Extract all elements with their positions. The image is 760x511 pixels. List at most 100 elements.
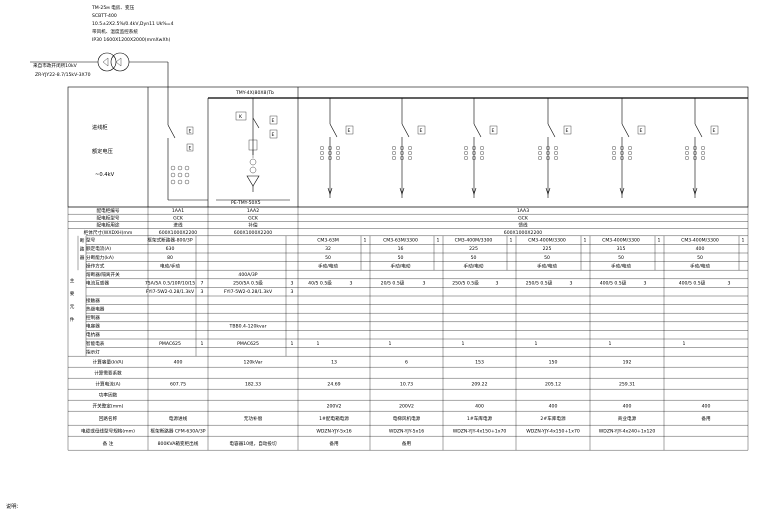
feeder-use: 商业电源 xyxy=(618,415,637,422)
panel-label-3: ~0.4kV xyxy=(95,172,115,178)
feeder-cable: 400 xyxy=(702,404,711,410)
cell-value: PMAC625 xyxy=(237,341,259,347)
feeder-breaking: 50 xyxy=(398,255,404,261)
feeder-breaking: 50 xyxy=(618,255,624,261)
feeder-ct-count: 3 xyxy=(728,281,731,287)
note-line-4: 带风机、温度监控系统 xyxy=(92,28,138,35)
svg-text:E: E xyxy=(566,128,569,134)
feeder-use: 电梯风机电源 xyxy=(393,415,421,422)
feeder-cable: 200V2 xyxy=(327,404,342,410)
meter-box-icon xyxy=(345,125,354,135)
svg-text:E: E xyxy=(640,128,643,134)
feeder-ct: 250/5 0.5级 xyxy=(452,280,479,287)
cell-value: 400 xyxy=(174,360,183,366)
row-label: 智能电表 xyxy=(86,340,105,347)
feeder-ct-count: 3 xyxy=(570,281,573,287)
feeder-count: 1 xyxy=(584,238,587,244)
feeder-model: CM3-63M/3300 xyxy=(383,238,418,244)
feeder-conduit: WDZN-YJY-4x150+1x70 xyxy=(526,429,580,435)
row-label: 电流互感器 xyxy=(86,280,109,287)
down-arrow-icon xyxy=(545,187,551,195)
feeder-rating: 225 xyxy=(469,246,478,252)
cell-value: 182.33 xyxy=(245,382,261,388)
notes-label: 说明： xyxy=(6,502,22,510)
cell-value: 80 xyxy=(167,255,173,261)
panel-label-1: 进线柜 xyxy=(92,123,108,131)
cell-count: 7 xyxy=(201,281,204,287)
cell-value: FYI7-5W2-0.28/1.3kV xyxy=(146,289,195,295)
cell-value: 1AA2 xyxy=(247,208,259,214)
feeder-power: 6 xyxy=(405,360,408,366)
feeder-conduit: WDZN-YJY-4x150+1x70 xyxy=(453,429,507,435)
side-label: 路 xyxy=(80,245,85,252)
feeder-ct-count: 3 xyxy=(350,281,353,287)
row-label: 接触器 xyxy=(86,297,100,304)
feeder-use: 1#车库电源 xyxy=(467,415,493,422)
cell-value: 1AA1 xyxy=(172,208,184,214)
cell-value: 馈线 xyxy=(518,222,528,229)
feeder-model: CM3-63M xyxy=(317,238,339,244)
cell-value: 补偿 xyxy=(248,222,258,229)
feeder-cable: 400 xyxy=(549,404,558,410)
feeder-current: 205.12 xyxy=(545,382,561,388)
feeder-operation: 手动/电动 xyxy=(611,262,631,269)
down-arrow-icon xyxy=(692,187,698,195)
feeder-circuit: E xyxy=(612,98,646,198)
feeder-breaking: 50 xyxy=(325,255,331,261)
cell-value: GCK xyxy=(518,215,529,221)
cell-count: 3 xyxy=(201,289,204,295)
row-label: 功率因数 xyxy=(99,392,118,399)
feeder-ct: 40/5 0.5级 xyxy=(308,280,332,287)
row-label: 计算需要系数 xyxy=(94,370,122,377)
feeder-circuit: E xyxy=(538,98,572,198)
meter-box-icon xyxy=(637,125,646,135)
side-label: 断 xyxy=(80,237,85,244)
meter-box-icon xyxy=(563,125,572,135)
side-label: 主 xyxy=(70,277,75,284)
feeder-meter-count: 1 xyxy=(462,341,465,347)
row-label: 开关整定(mm) xyxy=(93,403,124,410)
cell-value: 框架断路器 CFM-630A/3P xyxy=(150,428,205,435)
row-label: 指示灯 xyxy=(86,348,100,355)
feeder-ct: 20/5 0.5级 xyxy=(381,280,405,287)
down-arrow-icon xyxy=(471,187,477,195)
cell-value: 无功补偿 xyxy=(244,415,263,422)
feeder-operation: 手动/电动 xyxy=(318,262,338,269)
feeder-current: 24.69 xyxy=(327,382,340,388)
cell-value: 框架式断路器-800/3P xyxy=(147,237,192,244)
feeder-conduit: WDZN-YJY-5x16 xyxy=(316,429,351,435)
svg-text:E: E xyxy=(713,128,716,134)
row-label: 型号 xyxy=(86,237,96,244)
svg-text:E: E xyxy=(189,129,192,135)
cell-count: 3 xyxy=(291,289,294,295)
cell-value: 进线 xyxy=(173,222,183,229)
incoming-panel-labels: 进线柜 额定电压 ~0.4kV xyxy=(92,123,115,178)
meter-box-icon xyxy=(417,125,426,135)
note-line-2: SCBTT-400 xyxy=(92,13,117,19)
feeder-count: 1 xyxy=(510,238,513,244)
cell-value: 607.75 xyxy=(170,382,186,388)
feeder-ct: 250/5 0.5级 xyxy=(526,280,553,287)
feeder-use: 备用 xyxy=(701,415,711,422)
feeder-conduit: WDZN-YJY-5x16 xyxy=(389,429,424,435)
cell-value: 800KVA箱变柜出线 xyxy=(158,440,199,447)
feeder-rating: 32 xyxy=(325,246,331,252)
feeder-meter-count: 1 xyxy=(389,341,392,347)
svg-text:E: E xyxy=(420,128,423,134)
svg-text:E: E xyxy=(272,132,275,138)
meter-box-icon xyxy=(710,125,719,135)
feeder-operation: 手动/电动 xyxy=(690,262,710,269)
cell-count: 1 xyxy=(201,341,204,347)
feeder-model: CM3-400M/3300 xyxy=(528,238,566,244)
note-line-5: IP30 1600X1200X2000(mmXwXh) xyxy=(92,37,171,43)
feeder-circuit: E xyxy=(464,98,498,198)
feeder-circuit: E xyxy=(685,98,719,198)
busbar-spec: TMY-4X(80X8)Tb xyxy=(235,90,274,96)
feeder-rating: 400 xyxy=(696,246,705,252)
feeder-count: 1 xyxy=(742,238,745,244)
feeder-meter-count: 1 xyxy=(535,341,538,347)
cell-value: 120kVar xyxy=(244,360,263,366)
row-label: 柜体尺寸(WXDXH)mm xyxy=(84,229,133,236)
feeder-circuit: E xyxy=(392,98,426,198)
